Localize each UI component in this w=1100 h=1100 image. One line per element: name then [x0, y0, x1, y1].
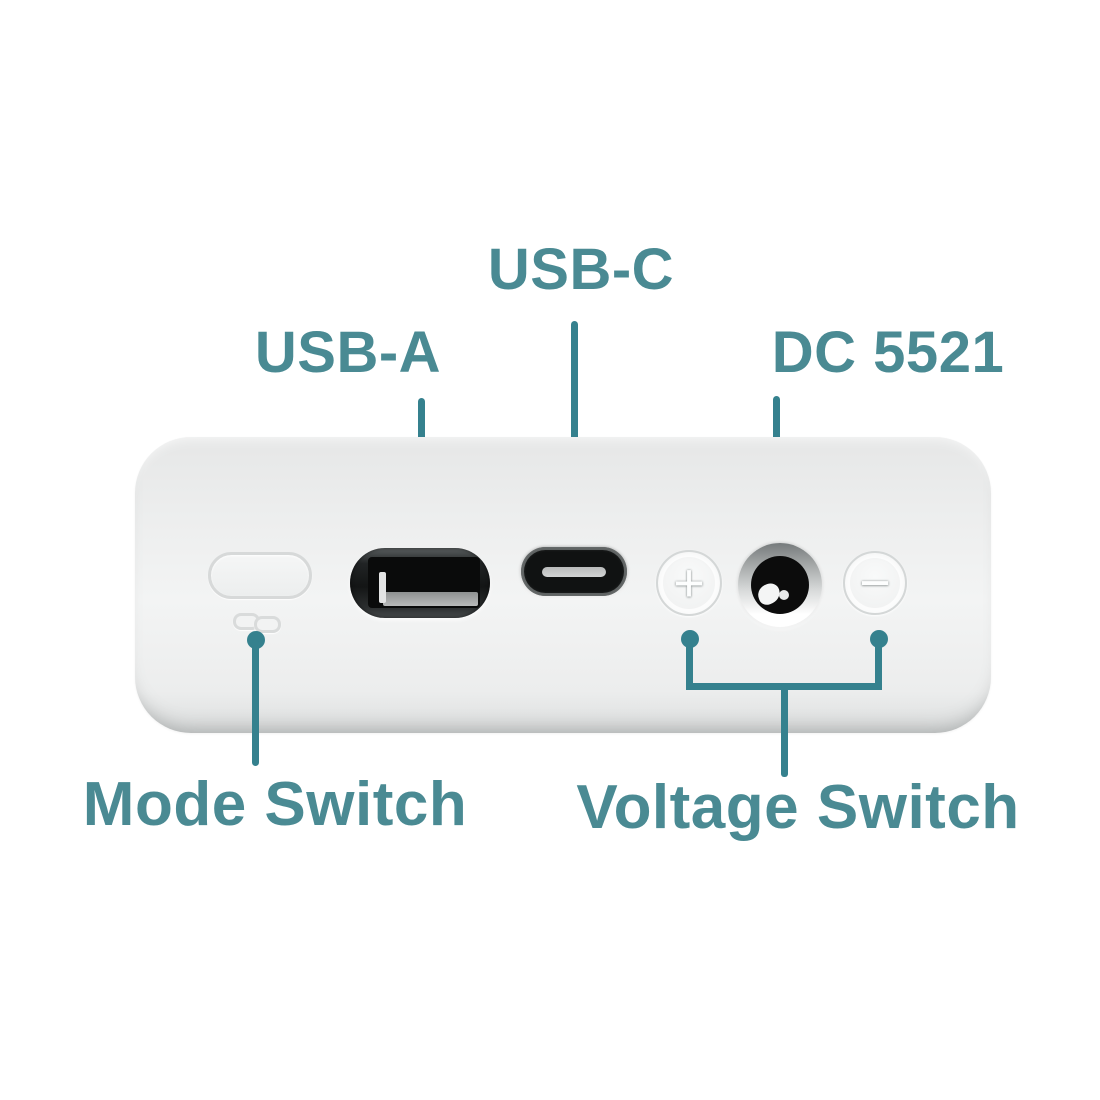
mode-switch-button: [208, 552, 312, 599]
usb-c-port-tongue: [542, 567, 606, 577]
usb-c-port: [521, 547, 627, 596]
mode-link-icon: [232, 610, 288, 636]
mode-switch-callout-line: [252, 640, 259, 766]
voltage-plus-button: +: [656, 550, 722, 616]
usb-a-port-pin-mark: [379, 572, 386, 603]
dc-5521-label: DC 5521: [771, 320, 1005, 385]
mode-link-icon-right: [254, 616, 281, 633]
voltage-minus-button: −: [843, 551, 907, 615]
usb-a-port-tongue: [383, 592, 478, 606]
voltage-bracket-stem: [781, 683, 788, 777]
dc-jack-reflection-small: [779, 590, 789, 600]
usb-a-port: [350, 548, 490, 618]
voltage-bracket-left-segment: [686, 639, 693, 690]
dc-5521-jack-bore: [751, 556, 809, 614]
minus-icon: −: [859, 553, 891, 613]
usb-a-label: USB-A: [254, 320, 442, 385]
mode-switch-label: Mode Switch: [82, 770, 468, 839]
plus-icon: +: [673, 553, 705, 613]
voltage-bracket-right-segment: [875, 639, 882, 690]
usb-c-label: USB-C: [487, 237, 675, 302]
dc-5521-jack: [738, 543, 822, 627]
voltage-switch-label: Voltage Switch: [576, 773, 1020, 842]
usb-c-callout-line: [571, 321, 578, 521]
